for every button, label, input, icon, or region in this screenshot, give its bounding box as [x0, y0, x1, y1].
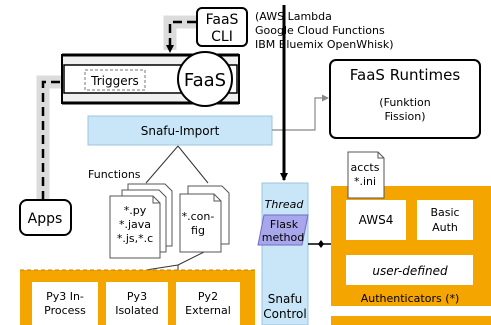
basic-auth-box: [417, 200, 473, 240]
providers-line1: (AWS Lambda: [255, 10, 332, 23]
flask-line2: method: [262, 231, 304, 244]
config-files-stack: [179, 185, 230, 253]
python-files-line1: *.py: [124, 204, 147, 217]
aws4-label: AWS4: [359, 213, 394, 227]
executor-1-line2: Process: [44, 304, 86, 317]
python-files-stack: [109, 183, 173, 259]
snafu-import-bar: [87, 115, 273, 146]
python-files-line3: *.js,*.c: [117, 232, 153, 245]
executor-2-line2: Isolated: [115, 304, 159, 317]
snafu-control-line1: Snafu: [268, 292, 302, 306]
executor-3-line1: Py2: [198, 290, 218, 303]
apps-box: [19, 199, 72, 236]
faas-runtimes-line1: (Funktion: [379, 96, 430, 109]
basic-auth-line2: Auth: [432, 221, 458, 234]
authenticators-label: Authenticators (*): [361, 292, 460, 305]
config-files-line2: fig: [191, 224, 205, 237]
triggers-label: Triggers: [90, 74, 139, 88]
thread-label: Thread: [265, 198, 305, 211]
executor-py3-isolated: [106, 282, 168, 325]
accts-file: [347, 151, 385, 199]
faas-cli-line2: CLI: [211, 29, 233, 45]
faas-label: FaaS: [184, 70, 226, 91]
config-files-line1: *.con-: [182, 210, 215, 223]
basic-auth-line1: Basic: [430, 206, 459, 219]
executor-py3-inprocess: [32, 282, 98, 325]
snafu-control-column: [261, 182, 309, 325]
faas-circle: [177, 51, 233, 107]
executor-py2-external: [176, 282, 240, 325]
faas-runtimes-box: [329, 59, 481, 139]
executor-3-line2: External: [185, 304, 231, 317]
apps-label: Apps: [28, 211, 63, 227]
flask-method-shape: [257, 214, 309, 246]
functions-label: Functions: [88, 168, 141, 181]
python-files-line2: *.java: [119, 218, 151, 231]
user-defined-box: [346, 255, 473, 285]
aws4-box: [346, 200, 406, 240]
executor-2-line1: Py3: [127, 290, 147, 303]
providers-line2: Google Cloud Functions: [255, 24, 385, 37]
faas-cli-line1: FaaS: [206, 12, 239, 28]
snafu-control-line2: Control: [263, 307, 306, 321]
faas-runtimes-line2: Fission): [384, 110, 425, 123]
executor-1-line1: Py3 In-: [46, 290, 84, 303]
authenticators-panel-bottom: [331, 316, 491, 325]
functions-connectors: [145, 145, 209, 272]
snafu-import-label: Snafu-Import: [141, 124, 220, 138]
accts-line1: accts: [351, 161, 380, 174]
faas-cli-box: [196, 7, 248, 47]
user-defined-label: user-defined: [372, 264, 448, 278]
gray-route-cli: [163, 15, 196, 53]
control-authenticators-connector: [308, 240, 331, 248]
providers-line3: IBM Bluemix OpenWhisk): [255, 38, 394, 51]
accts-line2: *.ini: [354, 175, 376, 188]
faas-runtimes-title: FaaS Runtimes: [350, 66, 461, 84]
import-to-runtimes-arrow: [272, 94, 329, 131]
flask-line1: Flask: [270, 218, 299, 231]
